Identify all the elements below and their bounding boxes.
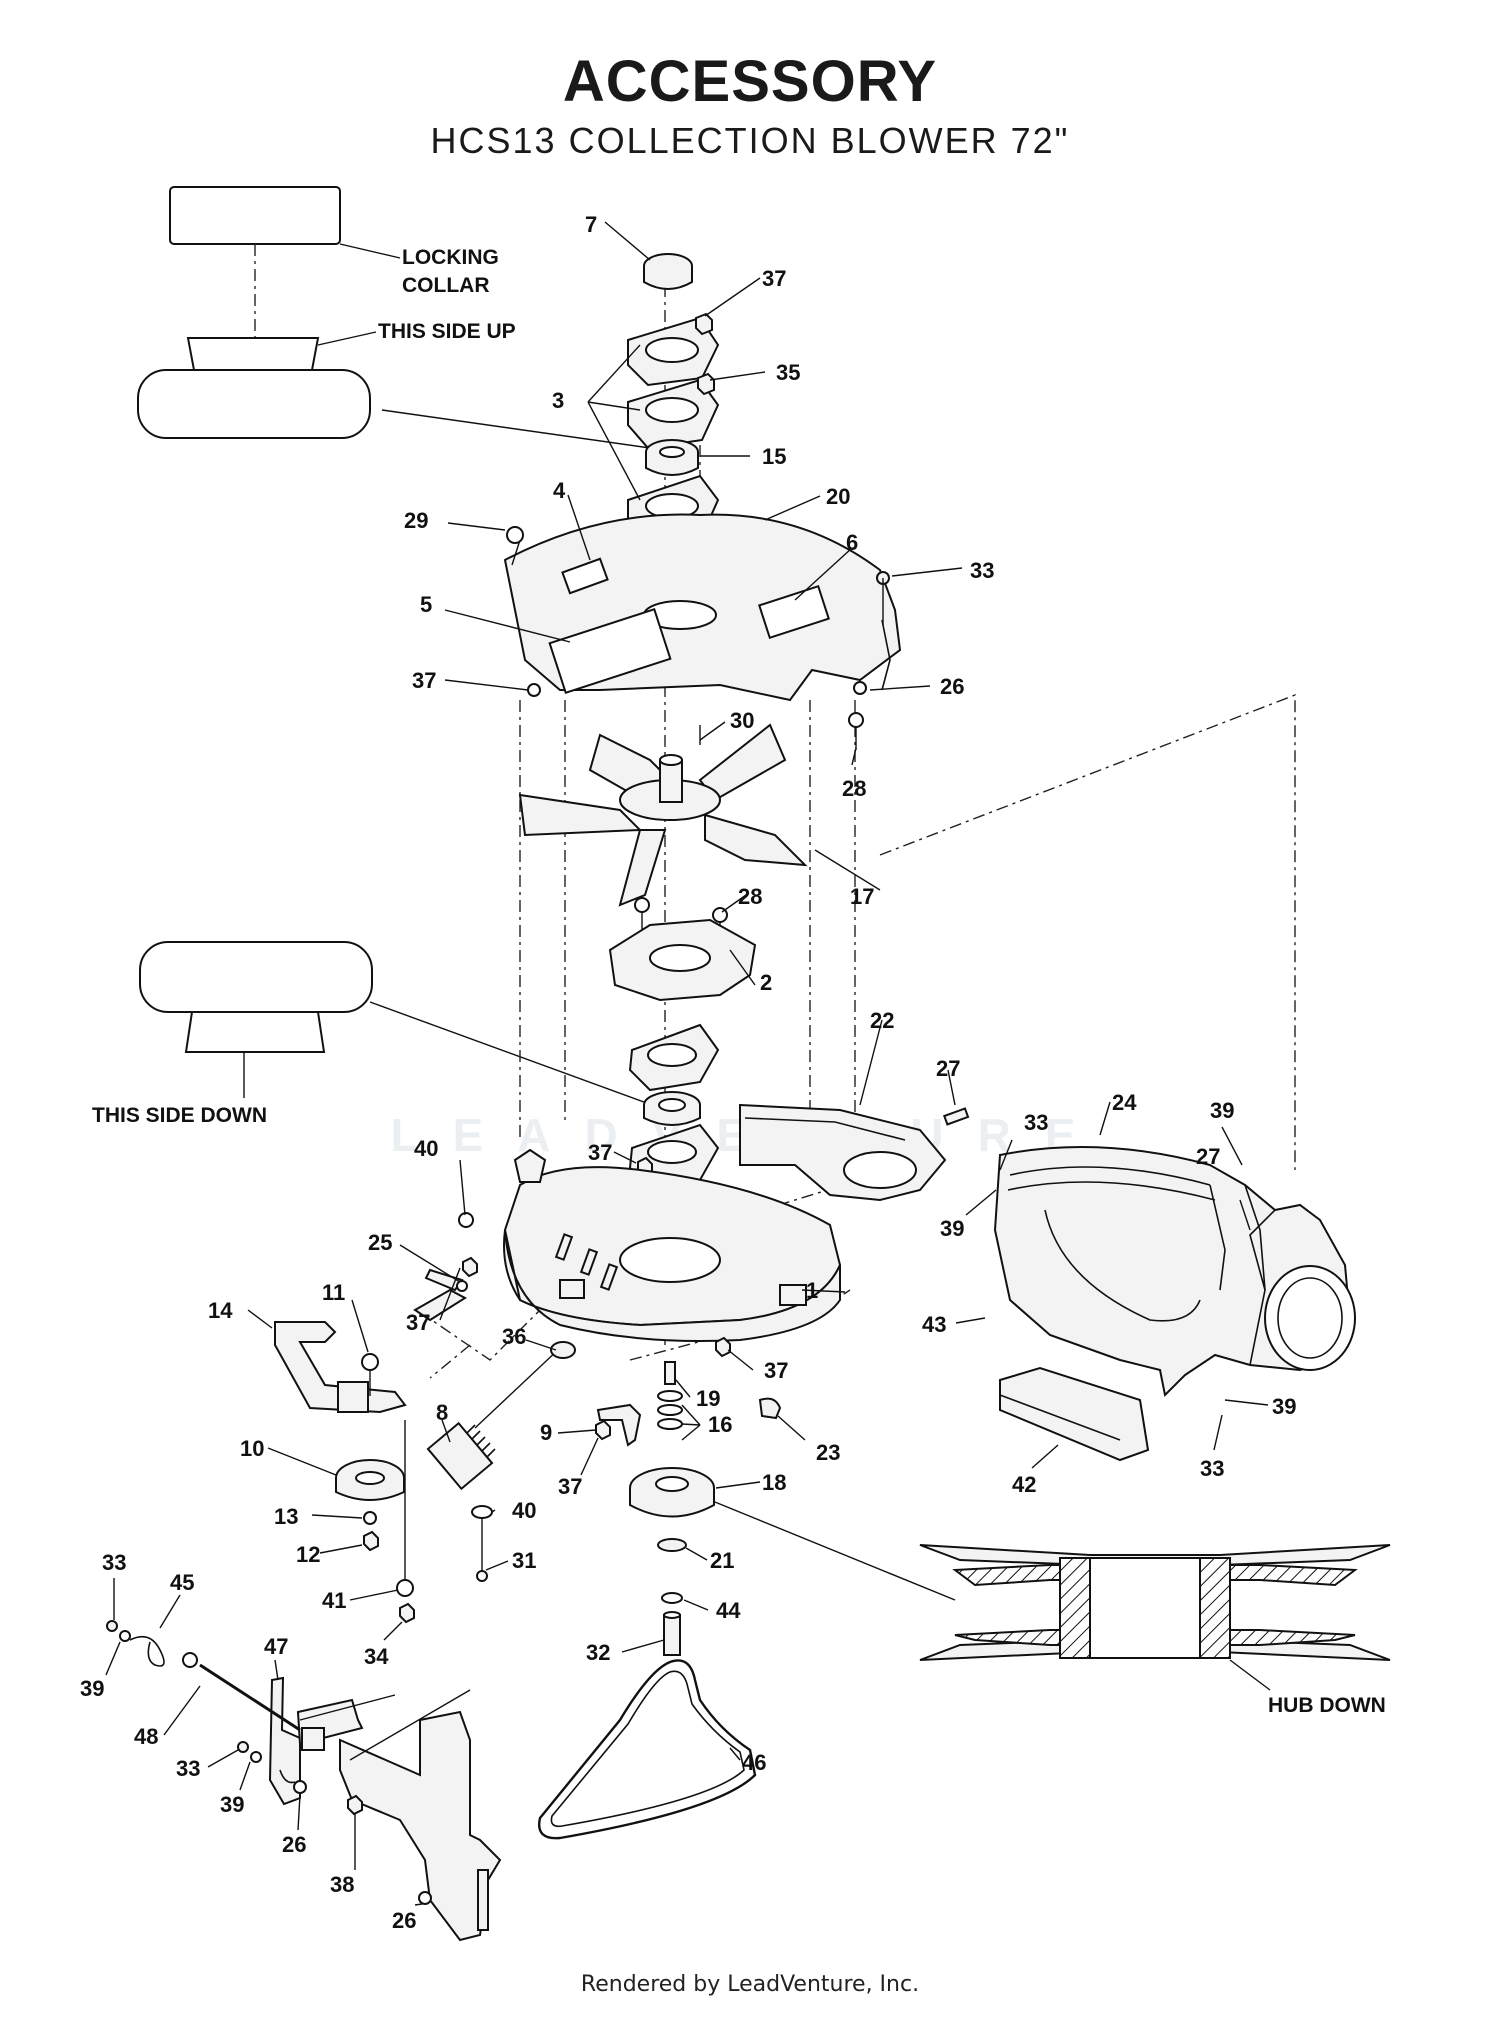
top-cover-plate <box>503 513 902 750</box>
callout-25: 25 <box>368 1230 392 1255</box>
mounting-bracket-assembly <box>106 1620 502 1942</box>
callout-14: 14 <box>208 1298 233 1323</box>
spindle-parts <box>550 1336 782 1656</box>
callout-39e: 39 <box>220 1792 244 1817</box>
bearing-stack-lower <box>608 897 757 1190</box>
callout-36: 36 <box>502 1324 526 1349</box>
callout-37c: 37 <box>588 1140 612 1165</box>
callout-37b: 37 <box>412 668 436 693</box>
callout-26: 26 <box>940 674 964 699</box>
callout-16: 16 <box>708 1412 732 1437</box>
note-this-side-down: THIS SIDE DOWN <box>92 1104 267 1127</box>
callout-5: 5 <box>420 592 432 617</box>
callout-33: 33 <box>970 558 994 583</box>
fan-impeller <box>518 723 808 907</box>
callout-39: 39 <box>1210 1098 1234 1123</box>
callout-37e: 37 <box>764 1358 788 1383</box>
callout-27: 27 <box>936 1056 960 1081</box>
note-locking-collar-2: COLLAR <box>402 274 490 297</box>
callout-20: 20 <box>826 484 850 509</box>
callout-11: 11 <box>322 1280 345 1305</box>
callout-4: 4 <box>553 478 566 503</box>
blower-housing <box>503 1148 842 1342</box>
note-hub-down: HUB DOWN <box>1268 1694 1386 1717</box>
callout-26b: 26 <box>282 1832 306 1857</box>
callout-18: 18 <box>762 1470 786 1495</box>
callout-43: 43 <box>922 1312 946 1337</box>
note-locking-collar-1: LOCKING <box>402 246 499 269</box>
discharge-elbow <box>993 1146 1356 1398</box>
callout-47: 47 <box>264 1634 288 1659</box>
callout-37: 37 <box>762 266 786 291</box>
leader-lines <box>105 221 1269 1906</box>
callout-30: 30 <box>730 708 754 733</box>
callout-42: 42 <box>1012 1472 1036 1497</box>
callout-35: 35 <box>776 360 800 385</box>
locking-collar-detail <box>137 186 651 449</box>
callout-22: 22 <box>870 1008 894 1033</box>
callout-15: 15 <box>762 444 786 469</box>
callout-39c: 39 <box>1272 1394 1296 1419</box>
callout-39b: 39 <box>940 1216 964 1241</box>
callout-10: 10 <box>240 1436 264 1461</box>
bearing-stack-upper <box>587 253 720 545</box>
discharge-chute <box>739 1103 970 1202</box>
callout-8: 8 <box>436 1400 448 1425</box>
callout-17: 17 <box>850 884 874 909</box>
callout-31: 31 <box>512 1548 536 1573</box>
callout-12: 12 <box>296 1542 320 1567</box>
callout-3: 3 <box>552 388 564 413</box>
idler-arm-assembly <box>274 1212 561 1624</box>
callout-1: 1 <box>806 1278 818 1303</box>
diagram-notes: LOCKING COLLAR THIS SIDE UP THIS SIDE DO… <box>92 246 1386 1717</box>
footer-credit: Rendered by LeadVenture, Inc. <box>580 1972 920 1997</box>
callout-41: 41 <box>322 1588 346 1613</box>
callout-19: 19 <box>696 1386 720 1411</box>
callout-37d: 37 <box>406 1310 430 1335</box>
callout-33d: 33 <box>102 1550 126 1575</box>
callout-7: 7 <box>585 212 597 237</box>
callout-32: 32 <box>586 1640 610 1665</box>
callout-28b: 28 <box>738 884 762 909</box>
callout-28: 28 <box>842 776 866 801</box>
callout-34: 34 <box>364 1644 389 1669</box>
deflector-plate <box>999 1366 1150 1462</box>
page-title: ACCESSORY <box>562 49 938 114</box>
callout-23: 23 <box>816 1440 840 1465</box>
callout-33e: 33 <box>176 1756 200 1781</box>
hub-down-detail <box>709 1499 1391 1691</box>
callout-39d: 39 <box>80 1676 104 1701</box>
callout-2: 2 <box>760 970 772 995</box>
note-this-side-up: THIS SIDE UP <box>378 320 516 343</box>
callout-24: 24 <box>1112 1090 1137 1115</box>
callout-9: 9 <box>540 1420 552 1445</box>
callout-48: 48 <box>134 1724 158 1749</box>
callout-29: 29 <box>404 508 428 533</box>
callout-33b: 33 <box>1024 1110 1048 1135</box>
callout-40: 40 <box>414 1136 438 1161</box>
callout-6: 6 <box>846 530 858 555</box>
page-subtitle: HCS13 COLLECTION BLOWER 72" <box>430 120 1070 161</box>
callout-37f: 37 <box>558 1474 582 1499</box>
callout-13: 13 <box>274 1504 298 1529</box>
callout-numbers: 7 37 35 3 15 29 4 20 6 33 5 37 26 30 28 … <box>80 212 1296 1933</box>
callout-38: 38 <box>330 1872 354 1897</box>
callout-21: 21 <box>710 1548 734 1573</box>
drive-belt <box>538 1659 757 1840</box>
callout-26c: 26 <box>392 1908 416 1933</box>
callout-46: 46 <box>742 1750 766 1775</box>
callout-45: 45 <box>170 1570 194 1595</box>
this-side-down-detail <box>139 941 653 1106</box>
callout-27b: 27 <box>1196 1144 1220 1169</box>
callout-44: 44 <box>716 1598 741 1623</box>
callout-40b: 40 <box>512 1498 536 1523</box>
callout-33c: 33 <box>1200 1456 1224 1481</box>
